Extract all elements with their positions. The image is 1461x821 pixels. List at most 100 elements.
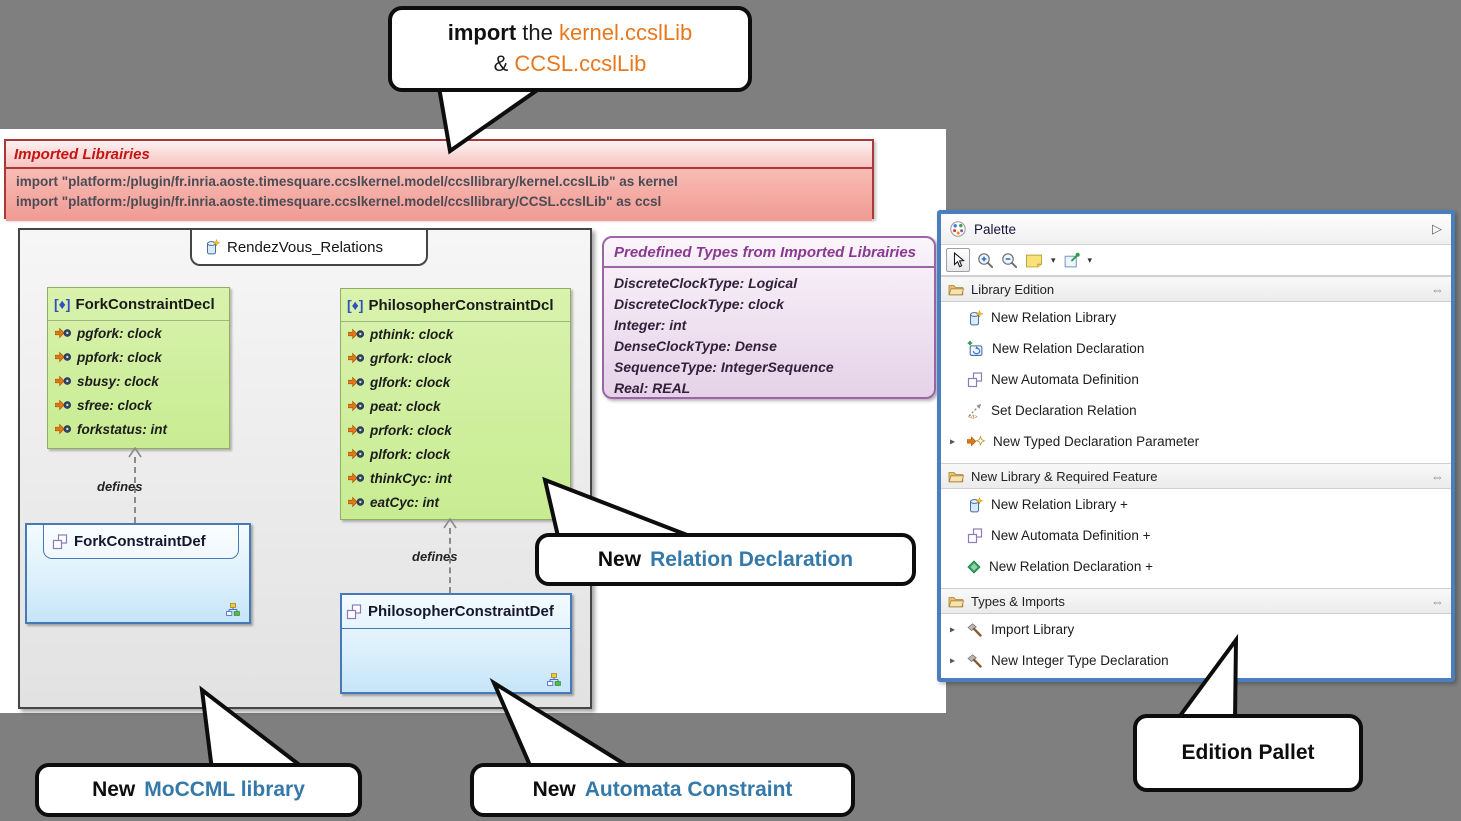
expand-arrow-icon[interactable]: ▸ bbox=[950, 436, 956, 447]
pin-section-icon[interactable]: ⇔ bbox=[1431, 281, 1444, 297]
expand-arrow-icon[interactable]: ▸ bbox=[950, 624, 956, 635]
diagram-title-tab[interactable]: RendezVous_Relations bbox=[190, 230, 428, 266]
class-marker-icon: [♦] bbox=[347, 297, 364, 313]
attribute-label: peat: clock bbox=[370, 398, 441, 414]
attribute-label: eatCyc: int bbox=[370, 494, 440, 510]
open-folder-icon bbox=[948, 470, 964, 483]
attribute-row[interactable]: eatCyc: int bbox=[341, 490, 570, 514]
relation-declaration-icon bbox=[967, 340, 984, 357]
library-icon bbox=[967, 310, 983, 326]
attribute-row[interactable]: glfork: clock bbox=[341, 370, 570, 394]
class-box-philosopher-constraint-dcl[interactable]: [♦] PhilosopherConstraintDcl pthink: clo… bbox=[340, 288, 571, 520]
attribute-row[interactable]: pgfork: clock bbox=[48, 321, 229, 345]
callout-prefix: New bbox=[532, 778, 576, 801]
open-folder-icon bbox=[948, 595, 964, 608]
zoom-out-button[interactable] bbox=[1001, 252, 1018, 269]
callout-keyword: import bbox=[447, 20, 517, 46]
palette-item-label: New Typed Declaration Parameter bbox=[993, 434, 1200, 449]
palette-item-new-relation-declaration-plus[interactable]: New Relation Declaration + bbox=[941, 551, 1451, 582]
predefined-type: DiscreteClockType: clock bbox=[614, 296, 784, 312]
property-icon bbox=[55, 399, 71, 411]
predefined-types-title: Predefined Types from Imported Librairie… bbox=[604, 238, 934, 268]
attribute-row[interactable]: prfork: clock bbox=[341, 418, 570, 442]
attribute-label: prfork: clock bbox=[370, 422, 452, 438]
zoom-in-button[interactable] bbox=[977, 252, 994, 269]
attribute-label: sfree: clock bbox=[77, 397, 153, 413]
callout-label: Relation Declaration bbox=[650, 547, 854, 571]
select-tool-button[interactable] bbox=[946, 248, 970, 272]
pin-dropdown-icon[interactable]: ▾ bbox=[1087, 254, 1093, 265]
open-folder-icon bbox=[948, 283, 964, 296]
attribute-row[interactable]: sfree: clock bbox=[48, 393, 229, 417]
set-declaration-relation-icon bbox=[967, 403, 983, 419]
property-icon bbox=[348, 328, 364, 340]
attribute-row[interactable]: thinkCyc: int bbox=[341, 466, 570, 490]
section-label: Library Edition bbox=[971, 281, 1055, 297]
def-box-fork-constraint-def[interactable]: ForkConstraintDef bbox=[25, 523, 251, 624]
palette-item-label: New Relation Library bbox=[991, 310, 1117, 325]
def-header-tab: ForkConstraintDef bbox=[43, 525, 239, 559]
attribute-label: pthink: clock bbox=[370, 326, 454, 342]
pinned-note-tool-button[interactable] bbox=[1063, 252, 1080, 269]
callout-lib2: CCSL.ccslLib bbox=[514, 51, 647, 76]
predefined-type: Integer: int bbox=[614, 317, 687, 333]
attribute-row[interactable]: pthink: clock bbox=[341, 322, 570, 346]
palette-item-new-relation-declaration[interactable]: New Relation Declaration bbox=[941, 333, 1451, 364]
defines-edge bbox=[134, 457, 136, 523]
attribute-label: ppfork: clock bbox=[77, 349, 162, 365]
hierarchy-icon[interactable] bbox=[226, 603, 240, 616]
attribute-label: forkstatus: int bbox=[77, 421, 168, 437]
collapse-palette-icon[interactable]: ▷ bbox=[1432, 221, 1442, 236]
palette-item-label: Import Library bbox=[991, 622, 1075, 637]
palette-item-new-relation-library[interactable]: New Relation Library bbox=[941, 302, 1451, 333]
attribute-label: plfork: clock bbox=[370, 446, 451, 462]
attribute-label: grfork: clock bbox=[370, 350, 452, 366]
attribute-row[interactable]: sbusy: clock bbox=[48, 369, 229, 393]
palette-item-import-library[interactable]: ▸ Import Library bbox=[941, 614, 1451, 645]
def-name: PhilosopherConstraintDef bbox=[368, 603, 554, 620]
palette-item-new-automata-definition[interactable]: New Automata Definition bbox=[941, 364, 1451, 395]
palette-item-label: New Automata Definition bbox=[991, 372, 1139, 387]
note-tool-button[interactable] bbox=[1025, 253, 1043, 268]
callout-label: Edition Pallet bbox=[1181, 741, 1315, 764]
attribute-row[interactable]: plfork: clock bbox=[341, 442, 570, 466]
palette-section-library-edition[interactable]: Library Edition ⇔ bbox=[941, 276, 1451, 302]
expand-arrow-icon[interactable]: ▸ bbox=[950, 655, 956, 666]
palette-item-new-relation-library-plus[interactable]: New Relation Library + bbox=[941, 489, 1451, 520]
callout-prefix: New bbox=[597, 547, 642, 571]
palette-item-new-automata-definition-plus[interactable]: New Automata Definition + bbox=[941, 520, 1451, 551]
import-statement: import "platform:/plugin/fr.inria.aoste.… bbox=[16, 194, 662, 209]
attribute-row[interactable]: forkstatus: int bbox=[48, 417, 229, 441]
palette-item-set-declaration-relation[interactable]: Set Declaration Relation bbox=[941, 395, 1451, 426]
property-icon bbox=[348, 424, 364, 436]
defines-edge-label: defines bbox=[412, 549, 458, 564]
pin-section-icon[interactable]: ⇔ bbox=[1431, 593, 1444, 609]
automata-definition-icon bbox=[52, 534, 68, 550]
property-icon bbox=[348, 376, 364, 388]
callout-line: import the kernel.ccslLib bbox=[448, 18, 693, 49]
palette-item-new-typed-declaration-parameter[interactable]: ▸ New Typed Declaration Parameter bbox=[941, 426, 1451, 457]
callout-label: Automata Constraint bbox=[584, 778, 793, 801]
palette-section-new-library-required-feature[interactable]: New Library & Required Feature ⇔ bbox=[941, 463, 1451, 489]
palette-item-new-integer-type-declaration[interactable]: ▸ New Integer Type Declaration bbox=[941, 645, 1451, 676]
hierarchy-icon[interactable] bbox=[547, 673, 561, 686]
pin-section-icon[interactable]: ⇔ bbox=[1431, 468, 1444, 484]
hammer-icon bbox=[967, 623, 983, 637]
defines-edge bbox=[449, 528, 451, 593]
property-icon bbox=[55, 375, 71, 387]
class-header: [♦] PhilosopherConstraintDcl bbox=[341, 289, 570, 322]
palette-item-label: New Integer Type Declaration bbox=[991, 653, 1169, 668]
palette-section-types-imports[interactable]: Types & Imports ⇔ bbox=[941, 588, 1451, 614]
predefined-type: SequenceType: IntegerSequence bbox=[614, 359, 834, 375]
predefined-types-panel: Predefined Types from Imported Librairie… bbox=[602, 236, 936, 399]
callout-text: the bbox=[516, 20, 559, 46]
attribute-row[interactable]: grfork: clock bbox=[341, 346, 570, 370]
note-dropdown-icon[interactable]: ▾ bbox=[1051, 254, 1056, 265]
callout-new-automata-constraint: New Automata Constraint bbox=[470, 763, 855, 817]
predefined-type: Real: REAL bbox=[614, 380, 691, 396]
def-box-philosopher-constraint-def[interactable]: PhilosopherConstraintDef bbox=[340, 593, 572, 694]
attribute-row[interactable]: ppfork: clock bbox=[48, 345, 229, 369]
class-box-fork-constraint-decl[interactable]: [♦] ForkConstraintDecl pgfork: clock ppf… bbox=[47, 287, 230, 449]
attribute-row[interactable]: peat: clock bbox=[341, 394, 570, 418]
class-header: [♦] ForkConstraintDecl bbox=[48, 288, 229, 321]
